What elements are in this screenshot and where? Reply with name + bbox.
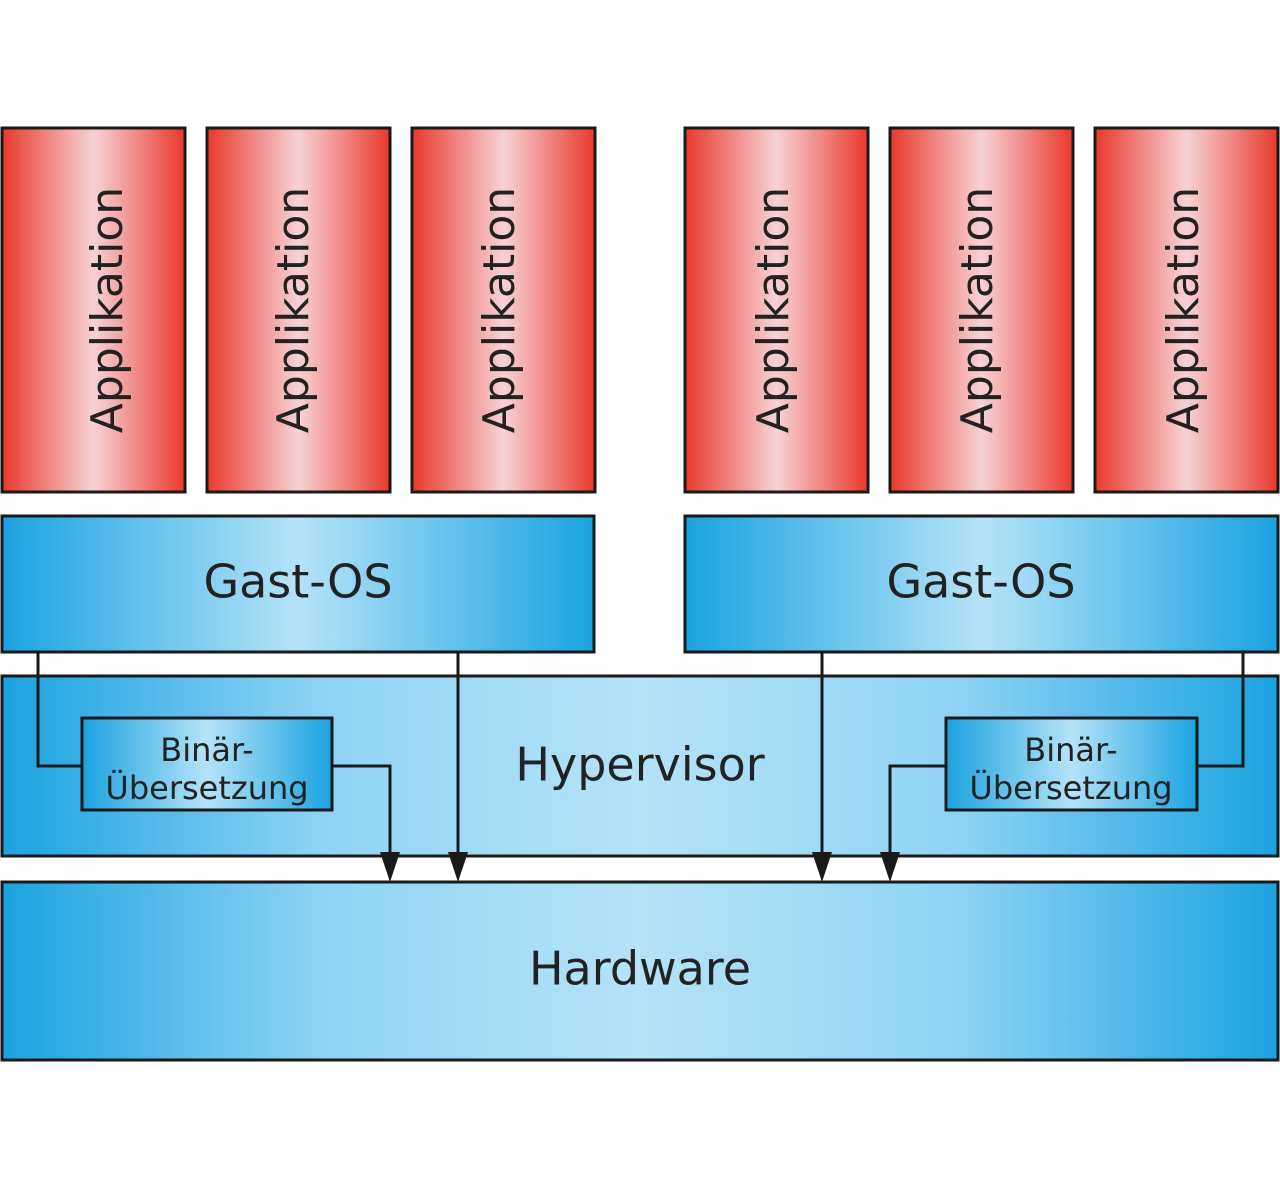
binary-translation-line1: Binär- — [160, 731, 253, 769]
application-box-5: Applikation — [888, 126, 1075, 494]
application-box-3: Applikation — [410, 126, 597, 494]
application-box-2: Applikation — [205, 126, 392, 494]
application-label: Applikation — [82, 187, 133, 433]
application-label: Applikation — [474, 187, 525, 433]
application-box-6: Applikation — [1093, 126, 1280, 494]
connector-left-direct-path — [448, 652, 468, 882]
binary-translation-box-left: Binär- Übersetzung — [80, 716, 334, 812]
application-box-1: Applikation — [0, 126, 187, 494]
hardware-layer: Hardware — [0, 880, 1280, 1062]
connector-right-binary-path — [880, 652, 1245, 882]
guest-os-box-right: Gast-OS — [683, 514, 1280, 654]
binary-translation-box-right: Binär- Übersetzung — [944, 716, 1199, 812]
hypervisor-label: Hypervisor — [515, 738, 764, 792]
connector-left-binary-path — [36, 652, 400, 882]
application-label: Applikation — [748, 187, 799, 433]
binary-translation-line2: Übersetzung — [105, 769, 308, 807]
application-label: Applikation — [268, 187, 319, 433]
application-label: Applikation — [952, 187, 1003, 433]
guest-os-label: Gast-OS — [203, 555, 392, 609]
application-label: Applikation — [1158, 187, 1209, 433]
hardware-label: Hardware — [529, 942, 751, 996]
guest-os-label: Gast-OS — [886, 555, 1075, 609]
binary-translation-line1: Binär- — [1024, 731, 1117, 769]
binary-translation-line2: Übersetzung — [969, 769, 1172, 807]
connector-right-direct-path — [812, 652, 832, 882]
application-box-4: Applikation — [683, 126, 870, 494]
guest-os-box-left: Gast-OS — [0, 514, 596, 654]
